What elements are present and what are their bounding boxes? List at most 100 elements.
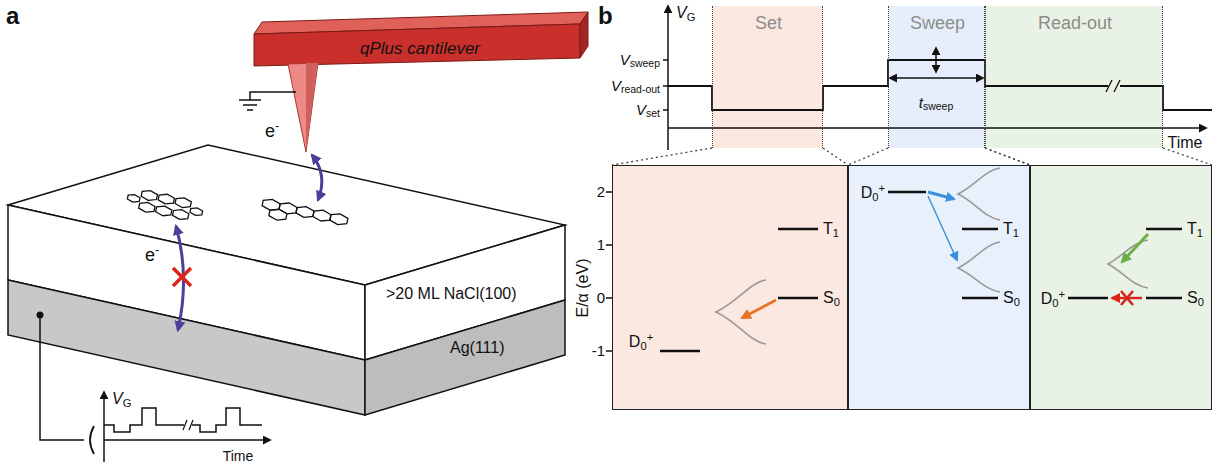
aromatic-ring bbox=[269, 209, 287, 220]
cantilever-front bbox=[254, 24, 580, 66]
molecules bbox=[127, 191, 348, 225]
level-ticks bbox=[663, 60, 668, 110]
transition-arrow bbox=[928, 192, 954, 199]
aromatic-ring bbox=[296, 207, 314, 218]
axis bbox=[104, 439, 270, 441]
tunneling-arrow bbox=[312, 155, 322, 200]
axis-label: Time bbox=[223, 448, 254, 464]
axis bbox=[103, 392, 105, 462]
ag-substrate: Ag(111) bbox=[430, 330, 540, 370]
axis-label: Time bbox=[1168, 134, 1203, 152]
transition-arrow bbox=[1122, 234, 1148, 262]
axis-label: VG bbox=[676, 4, 695, 24]
sweep-band-fill bbox=[888, 6, 985, 148]
state-label: D0+ bbox=[1041, 288, 1065, 310]
phase-title: Read-out bbox=[1038, 13, 1112, 34]
duration-label: tsweep bbox=[919, 94, 954, 113]
tick-label: 2 bbox=[597, 183, 605, 200]
transition-arrow bbox=[742, 300, 776, 318]
ag-side-face bbox=[365, 300, 565, 415]
state-label: T1 bbox=[1003, 220, 1019, 240]
energy-levels bbox=[660, 229, 818, 351]
electron-label: e- bbox=[265, 119, 279, 142]
nacl-film: >20 ML NaCl(100) bbox=[372, 270, 568, 318]
aromatic-ring bbox=[262, 199, 280, 210]
energy-panel: D0+ S0 T1 bbox=[612, 165, 848, 410]
state-label: T1 bbox=[1187, 220, 1203, 240]
energy-levels bbox=[888, 192, 998, 298]
aromatic-ring bbox=[158, 194, 174, 204]
forbidden-cross bbox=[1121, 291, 1133, 305]
tip-shade bbox=[306, 63, 318, 152]
state-label: D0+ bbox=[629, 331, 653, 353]
sweep-phase: Sweep bbox=[888, 6, 985, 148]
gaussian bbox=[958, 242, 1000, 292]
tip bbox=[288, 63, 318, 152]
gaussian bbox=[1108, 240, 1148, 288]
state-label: S0 bbox=[1187, 289, 1204, 309]
state-label: S0 bbox=[823, 289, 840, 309]
duration-arrow bbox=[890, 77, 983, 79]
level-label: Vsweep bbox=[620, 51, 660, 70]
energy-panel: T1D0+ S0 bbox=[1030, 165, 1212, 410]
cantilever: qPlus cantilever bbox=[250, 10, 592, 66]
axis bbox=[668, 127, 1206, 129]
tick-label: 0 bbox=[597, 289, 605, 306]
ground-symbol bbox=[239, 100, 261, 110]
aromatic-ring bbox=[156, 206, 172, 216]
aromatic-ring bbox=[127, 195, 140, 203]
panel-letter: a bbox=[6, 2, 19, 30]
zoom-connector bbox=[612, 148, 848, 165]
sweep-panel-fill bbox=[848, 165, 1030, 410]
amplitude-arrow bbox=[935, 48, 937, 72]
layer-label: >20 ML NaCl(100) bbox=[386, 285, 517, 303]
state-label: D0+ bbox=[861, 182, 885, 204]
pulse-waveform bbox=[104, 408, 262, 432]
blocked-cross bbox=[173, 268, 191, 286]
axis-label: VG bbox=[112, 390, 131, 410]
readout-panel-fill bbox=[1030, 165, 1212, 410]
aromatic-ring bbox=[313, 210, 331, 221]
layer-label: Ag(111) bbox=[450, 339, 505, 357]
set-band-fill bbox=[712, 6, 823, 148]
phase-title: Set bbox=[755, 13, 782, 34]
ground-wire bbox=[250, 92, 296, 100]
axis-label: E/α (eV) bbox=[574, 258, 592, 317]
aromatic-ring bbox=[330, 214, 348, 225]
transition-arrow bbox=[928, 196, 957, 260]
cantilever-end bbox=[580, 12, 588, 58]
aromatic-ring bbox=[175, 198, 191, 208]
tick-label: -1 bbox=[592, 342, 605, 359]
level-label: Vset bbox=[636, 101, 660, 120]
energy-levels bbox=[1068, 229, 1182, 298]
energy-panel: D0+ T1S0 bbox=[848, 165, 1030, 410]
axis-break bbox=[1106, 80, 1120, 92]
set-panel-fill bbox=[612, 165, 848, 410]
aromatic-ring bbox=[279, 203, 297, 214]
gaussian bbox=[958, 168, 1000, 220]
aromatic-ring bbox=[190, 208, 203, 216]
tick-label: 1 bbox=[597, 236, 605, 253]
readout-phase: Read-out bbox=[985, 6, 1163, 148]
gate-wire bbox=[40, 315, 84, 440]
aromatic-ring bbox=[173, 210, 189, 220]
readout-band-fill bbox=[985, 6, 1163, 148]
gaussian bbox=[716, 280, 766, 344]
state-label: S0 bbox=[1003, 289, 1020, 309]
state-label: T1 bbox=[823, 220, 839, 240]
phase-title: Sweep bbox=[910, 13, 965, 34]
zoom-connector bbox=[848, 148, 1030, 165]
ag-front-face bbox=[8, 280, 365, 415]
set-phase: Set bbox=[712, 6, 823, 148]
aromatic-ring bbox=[139, 202, 155, 212]
axis-break bbox=[183, 420, 193, 430]
level-label: Vread-out bbox=[611, 77, 660, 96]
electron-label: e- bbox=[145, 243, 159, 266]
source-symbol bbox=[90, 426, 94, 454]
cantilever-label: qPlus cantilever bbox=[360, 39, 480, 59]
aromatic-ring bbox=[141, 191, 157, 201]
